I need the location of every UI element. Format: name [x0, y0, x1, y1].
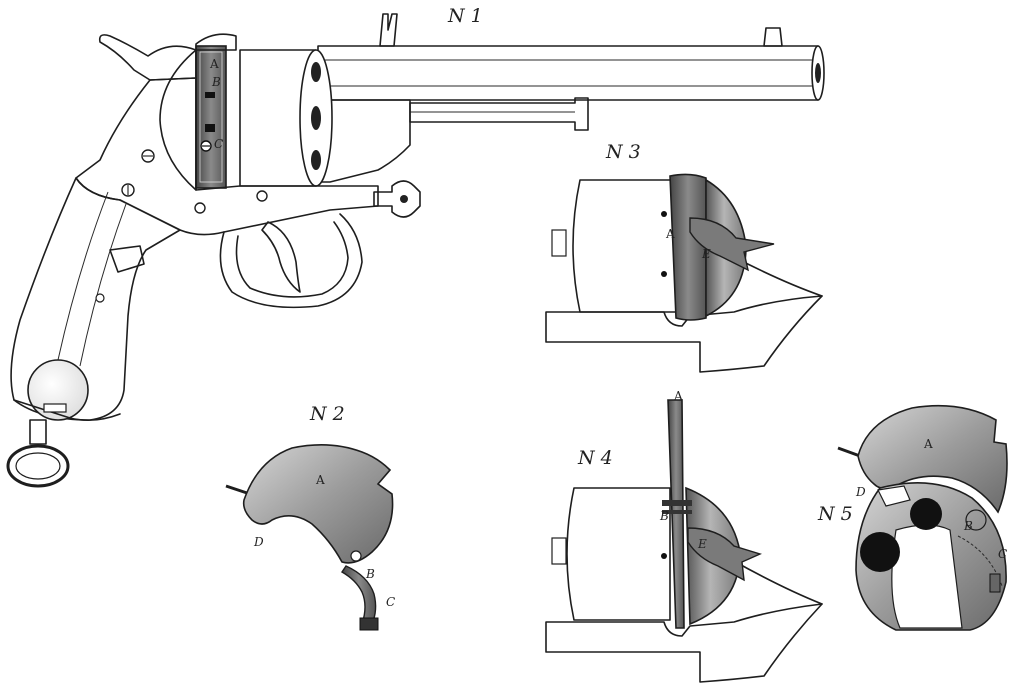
fig4-cylinder: [566, 487, 671, 621]
fig5-pivot-pin: [837, 446, 861, 458]
fig5-label-d: D: [855, 485, 866, 499]
fig4-pawl: [687, 527, 762, 582]
fig5-cutaway: [891, 524, 963, 629]
fig1-label-c: C: [214, 137, 223, 151]
fig2-spring-tip: [359, 617, 379, 631]
fig1-label-a: A: [209, 57, 219, 71]
recoil-shield: [159, 49, 197, 191]
figure-4-number: N 4: [577, 447, 613, 469]
frame-screw-3: [256, 190, 268, 202]
fig5-chamber-1: [910, 498, 942, 530]
lanyard-ring: [6, 444, 70, 488]
butt-cap: [27, 359, 89, 421]
fig3-label-e: E: [701, 247, 711, 261]
figure-5-rear-view: N 5 A B C D: [817, 404, 1008, 631]
fig4-label-b: B: [659, 509, 669, 523]
fig3-plate: [669, 173, 707, 321]
fig5-hinge: [965, 509, 987, 531]
fig5-label-c: C: [998, 547, 1007, 561]
fig2-label-a: A: [315, 473, 325, 487]
fig5-label-a: A: [923, 437, 933, 451]
trigger: [261, 221, 301, 293]
fig5-chamber-2: [860, 532, 900, 572]
barrel: [317, 45, 822, 101]
lanyard-stem: [29, 419, 47, 445]
hammer: [98, 34, 197, 81]
figure-2-number: N 2: [309, 403, 345, 425]
ejector-rod: [409, 97, 589, 131]
fig2-label-c: C: [386, 595, 395, 609]
fig4-label-a-top: A: [673, 389, 683, 403]
fig3-cylinder: [572, 179, 677, 313]
frame-screw-4: [194, 202, 206, 214]
figure-1-number: N 1: [447, 5, 483, 27]
loading-gate: [195, 45, 227, 189]
fig3-pawl: [689, 217, 775, 272]
frame: [317, 99, 411, 183]
figure-3-side-view: N 3 A E: [545, 141, 823, 373]
cylinder-pin-knob: [373, 180, 421, 218]
figure-1-revolver: N 1 A B C: [6, 5, 825, 488]
rear-sight: [379, 13, 398, 47]
fig5-label-b: B: [963, 519, 973, 533]
grip-pin: [95, 293, 105, 303]
figure-4-side-view-open: N 4 A B E: [545, 389, 823, 683]
frame-lower: [75, 77, 379, 236]
front-sight: [763, 27, 783, 47]
trigger-guard: [219, 213, 363, 309]
fig3-label-a: A: [665, 227, 675, 241]
fig4-label-e: E: [697, 537, 707, 551]
fig5-notch: [877, 485, 911, 507]
fig2-label-b: B: [365, 567, 375, 581]
hammer-spur: [195, 33, 237, 51]
fig1-label-b: B: [211, 75, 221, 89]
figure-5-number: N 5: [817, 503, 853, 525]
fig2-label-d: D: [253, 535, 264, 549]
figure-3-number: N 3: [605, 141, 641, 163]
fig2-plate: [242, 444, 394, 564]
figure-2-gate-plate: N 2 A B C D: [225, 403, 395, 631]
grip-inset: [109, 245, 145, 273]
